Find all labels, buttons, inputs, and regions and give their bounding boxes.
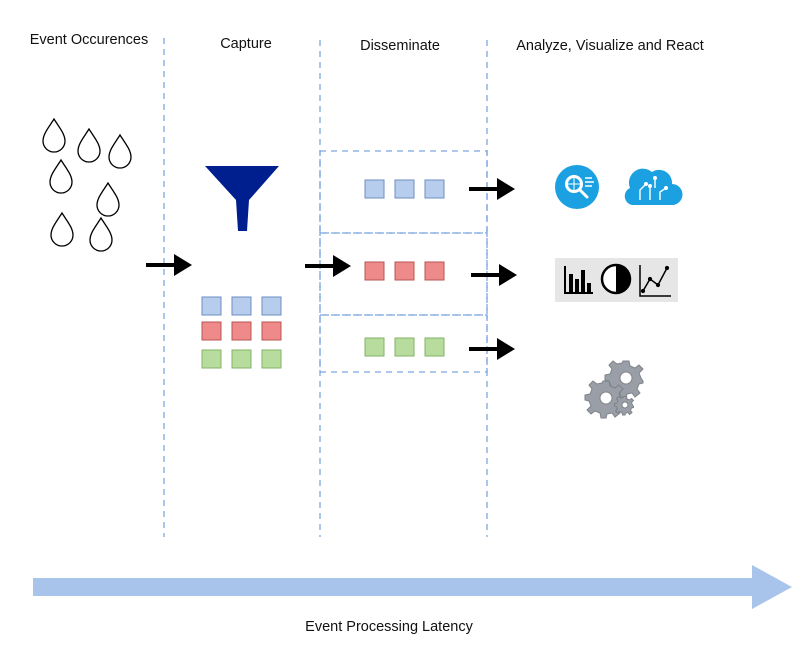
event-block xyxy=(231,349,252,369)
pie-chart-icon xyxy=(600,263,632,295)
droplet-icon xyxy=(49,158,73,194)
event-block xyxy=(261,321,282,341)
event-block xyxy=(201,296,222,316)
event-block xyxy=(201,349,222,369)
line-chart-icon xyxy=(639,265,671,297)
event-block xyxy=(424,337,445,357)
lane-red-blocks xyxy=(364,261,445,281)
timeline-label: Event Processing Latency xyxy=(305,619,473,635)
arrow-green-lane-out xyxy=(469,338,515,360)
droplet-icon xyxy=(50,211,74,247)
stage-label-occurrences: Event Occurences xyxy=(29,32,149,48)
event-block xyxy=(231,321,252,341)
flow-arrows xyxy=(146,178,517,360)
droplet-icons xyxy=(42,117,132,252)
stage-dividers xyxy=(163,38,488,537)
event-block xyxy=(364,337,385,357)
droplet-icon xyxy=(96,181,120,217)
stage-label-capture: Capture xyxy=(220,36,272,52)
event-block xyxy=(394,337,415,357)
stage-label-analyze: Analyze, Visualize and React xyxy=(516,38,704,54)
droplet-icon xyxy=(42,117,66,153)
event-block xyxy=(261,349,282,369)
capture-row-blue xyxy=(201,296,282,316)
lane-green xyxy=(319,314,488,373)
lane-red xyxy=(319,232,488,316)
gears-icon xyxy=(584,360,644,419)
event-block xyxy=(231,296,252,316)
droplet-icon xyxy=(89,216,113,252)
droplet-icon xyxy=(77,127,101,163)
event-block xyxy=(201,321,222,341)
visualization-panel xyxy=(555,258,678,302)
event-block xyxy=(424,179,445,199)
stage-label-disseminate: Disseminate xyxy=(360,38,440,54)
arrow-blue-lane-out xyxy=(469,178,515,200)
arrow-red-lane-out xyxy=(471,264,517,286)
cloud-circuit-icon xyxy=(624,168,683,205)
latency-timeline-arrow xyxy=(33,565,792,609)
lane-green-blocks xyxy=(364,337,445,357)
capture-row-red xyxy=(201,321,282,341)
event-block xyxy=(261,296,282,316)
arrow-to-disseminate xyxy=(305,255,351,277)
event-block xyxy=(394,179,415,199)
lane-blue-blocks xyxy=(364,179,445,199)
search-analytics-icon xyxy=(555,165,599,209)
capture-event-grid xyxy=(201,296,282,369)
dissemination-lanes xyxy=(319,150,488,373)
capture-row-green xyxy=(201,349,282,369)
funnel-icon xyxy=(205,166,279,231)
event-block xyxy=(364,261,385,281)
droplet-icon xyxy=(108,133,132,169)
event-block xyxy=(424,261,445,281)
bar-chart-icon xyxy=(564,266,593,294)
event-block xyxy=(364,179,385,199)
lane-blue xyxy=(319,150,488,234)
event-block xyxy=(394,261,415,281)
arrow-to-capture xyxy=(146,254,192,276)
